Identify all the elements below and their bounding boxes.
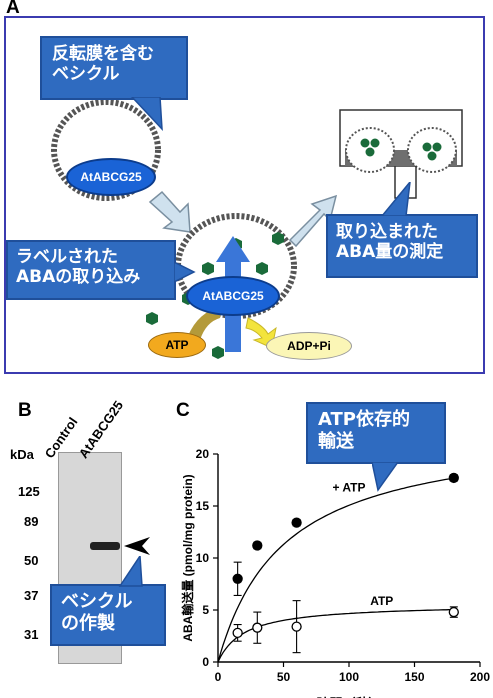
data-point-plus-atp (448, 472, 459, 484)
fit-curve-minus-atp (217, 608, 454, 663)
transport-chart: 05101520050100150200時間（秒）ABA輸送量 (pmol/mg… (180, 447, 490, 698)
series-label-plus-atp: + ATP (332, 480, 365, 494)
callout-measure: 取り込まれた ABA量の測定 (326, 214, 478, 278)
callout-vesicle-prep-line1: ベシクル (61, 591, 133, 612)
callout-vesicle-line2: ベシクル (52, 64, 120, 85)
atp-curve (188, 306, 222, 340)
callout-measure-line1: 取り込まれた (336, 222, 438, 242)
protein-band (90, 542, 120, 550)
callout-measure-tail (381, 182, 411, 216)
protein-mid-oval (186, 276, 280, 316)
callout-vesicle-line1: 反転膜を含む (52, 44, 154, 64)
vesicle-middle (175, 213, 297, 319)
adp-oval (266, 332, 352, 360)
protein-top-oval (66, 158, 156, 196)
y-tick-label: 10 (196, 551, 210, 565)
y-tick-label: 20 (196, 447, 210, 461)
arrow-to-measure (288, 194, 338, 248)
series-label-minus-atp: ATP (370, 594, 393, 608)
data-point-minus-atp (291, 621, 302, 632)
callout-vesicle-tail (130, 97, 163, 131)
data-point-minus-atp (232, 627, 243, 639)
callout-atp-dependent: ATP依存的 輸送 (306, 402, 446, 464)
callout-measure-line2: ABA量の測定 (336, 242, 444, 263)
y-tick-label: 5 (202, 603, 209, 617)
atp-label: ATP (165, 338, 189, 352)
data-point-plus-atp (252, 540, 263, 551)
callout-atp-dependent-line2: 輸送 (318, 430, 354, 452)
data-point-plus-atp (291, 517, 302, 528)
panel-a-label: A (6, 0, 20, 18)
callout-atp-dependent-line1: ATP依存的 (318, 409, 411, 430)
x-tick-label: 200 (470, 670, 490, 684)
marker-89: 89 (24, 514, 39, 529)
marker-31: 31 (24, 627, 39, 642)
x-tick-label: 50 (277, 670, 291, 684)
x-axis-label: 時間（秒） (316, 696, 381, 698)
panel-a-frame (4, 16, 485, 374)
panel-b-label: B (18, 400, 32, 421)
x-tick-label: 0 (215, 670, 222, 684)
callout-labeled: ラベルされた ABAの取り込み (6, 240, 176, 300)
protein-mid-label: AtABCG25 (202, 289, 264, 303)
data-point-minus-atp (448, 606, 459, 618)
atp-oval (148, 332, 206, 358)
callout-labeled-line1: ラベルされた (16, 247, 118, 267)
data-point-minus-atp (252, 622, 263, 633)
callout-labeled-tail (174, 262, 196, 283)
x-tick-label: 100 (339, 670, 359, 684)
callout-vesicle-prep: ベシクル の作製 (50, 584, 166, 646)
callout-vesicle: 反転膜を含む ベシクル (40, 36, 188, 100)
marker-125: 125 (18, 484, 40, 499)
filter-apparatus (339, 109, 463, 199)
vesicle-top (51, 99, 161, 201)
y-tick-label: 0 (202, 655, 209, 669)
callout-vesicle-prep-line2: の作製 (61, 612, 115, 634)
panel-a-diagram (51, 99, 463, 359)
kda-label: kDa (10, 447, 34, 462)
callout-vesicle-prep-tail (118, 556, 143, 587)
fit-curve-plus-atp (217, 477, 454, 663)
callout-atp-dependent-tail (372, 462, 399, 492)
panel-c-label: C (176, 400, 190, 421)
marker-37: 37 (24, 588, 39, 603)
protein-top-label: AtABCG25 (80, 170, 142, 184)
callout-labeled-line2: ABAの取り込み (16, 267, 141, 288)
y-tick-label: 15 (196, 499, 210, 513)
marker-50: 50 (24, 553, 39, 568)
band-arrow (124, 537, 150, 555)
adp-label: ADP+Pi (287, 339, 331, 353)
arrow-to-middle (148, 190, 191, 233)
y-axis-label: ABA輸送量 (pmol/mg protein) (180, 474, 195, 641)
data-point-plus-atp (232, 573, 243, 584)
x-tick-label: 150 (404, 670, 424, 684)
